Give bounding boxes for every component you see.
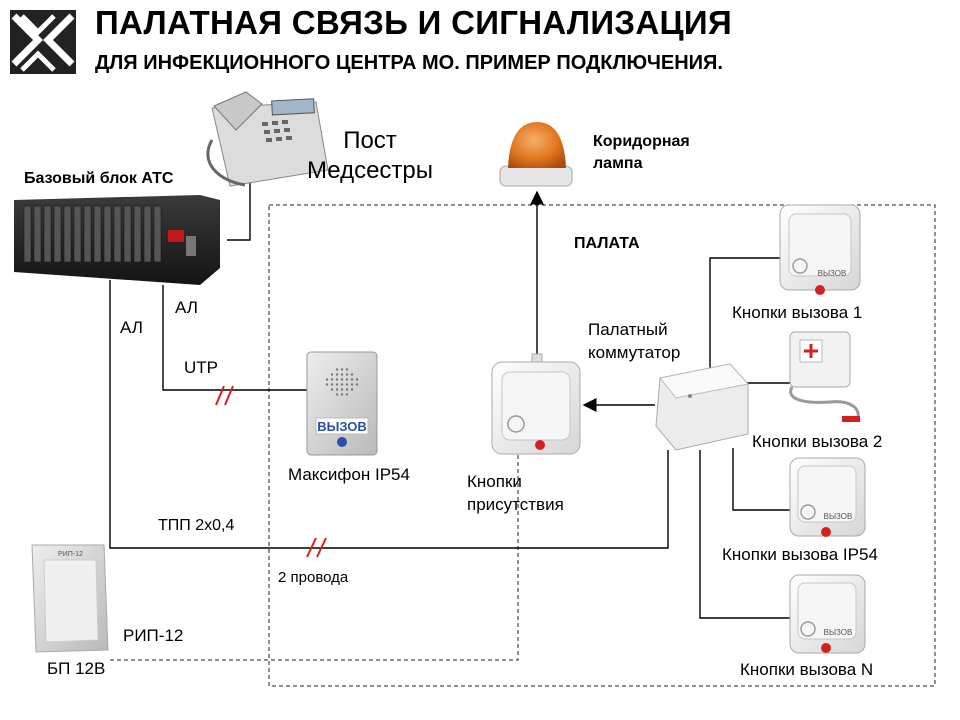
nurse-post-label: Пост Медсестры (300, 126, 440, 186)
presence-button-image (491, 353, 581, 455)
psu-rip12-image: РИП-12 (31, 544, 109, 653)
maxiphone-label: Максифон IP54 (288, 465, 410, 484)
svg-text:ВЫЗОВ: ВЫЗОВ (824, 628, 853, 637)
corridor-lamp-line2: лампа (593, 155, 643, 172)
corridor-lamp-line1: Коридорная (593, 133, 690, 150)
call-button-2-image (789, 331, 860, 422)
ward-switch-label: Палатный коммутатор (588, 318, 680, 364)
nurse-post-line2: Медсестры (306, 157, 434, 184)
wiring (109, 160, 790, 619)
call-button-n-image: ВЫЗОВ (789, 574, 866, 654)
ward-label: ПАЛАТА (574, 235, 640, 252)
svg-text:ВЫЗОВ: ВЫЗОВ (824, 512, 853, 521)
telephone-image (206, 91, 329, 187)
page-subtitle: ДЛЯ ИНФЕКЦИОННОГО ЦЕНТРА МО. ПРИМЕР ПОДК… (95, 52, 723, 74)
ward-boundary (268, 204, 936, 687)
presence-line2: присутствия (467, 495, 564, 514)
nurse-post-line1: Пост (343, 127, 397, 154)
svg-text:ВЫЗОВ: ВЫЗОВ (317, 419, 367, 434)
company-logo (10, 10, 76, 74)
cable-cross-marks (215, 385, 327, 558)
page-title: ПАЛАТНАЯ СВЯЗЬ И СИГНАЛИЗАЦИЯ (95, 4, 732, 41)
base-unit-label: Базовый блок АТС (24, 170, 174, 187)
maxiphone-image: ВЫЗОВ (306, 351, 378, 456)
presence-line1: Кнопки (467, 472, 522, 491)
call-button-1-image: ВЫЗОВ (779, 204, 861, 295)
corridor-lamp-image (499, 122, 573, 187)
svg-text:РИП-12: РИП-12 (58, 551, 83, 558)
svg-text:ВЫЗОВ: ВЫЗОВ (818, 269, 847, 278)
al-right-label: АЛ (175, 298, 198, 317)
ward-switch-line2: коммутатор (588, 343, 681, 362)
psu-dashed-line (110, 455, 519, 661)
psu-label: БП 12В (47, 659, 106, 678)
call-button-n-label: Кнопки вызова N (740, 660, 874, 679)
rip-label: РИП-12 (123, 626, 184, 645)
base-unit-rack-image (14, 195, 220, 285)
al-left-label: АЛ (120, 318, 143, 337)
ward-switch-image (655, 363, 749, 451)
tpp-cable-label: ТПП 2х0,4 (158, 517, 235, 534)
presence-label: Кнопки присутствия (467, 470, 564, 516)
call-button-ip54-label: Кнопки вызова IP54 (722, 545, 878, 564)
two-wires-label: 2 провода (278, 569, 349, 586)
call-button-2-label: Кнопки вызова 2 (752, 432, 883, 451)
call-button-ip54-image: ВЫЗОВ (789, 457, 866, 537)
call-button-1-label: Кнопки вызова 1 (732, 303, 863, 322)
utp-label: UTP (184, 358, 218, 377)
ward-switch-line1: Палатный (588, 320, 668, 339)
corridor-lamp-label: Коридорная лампа (593, 131, 690, 175)
